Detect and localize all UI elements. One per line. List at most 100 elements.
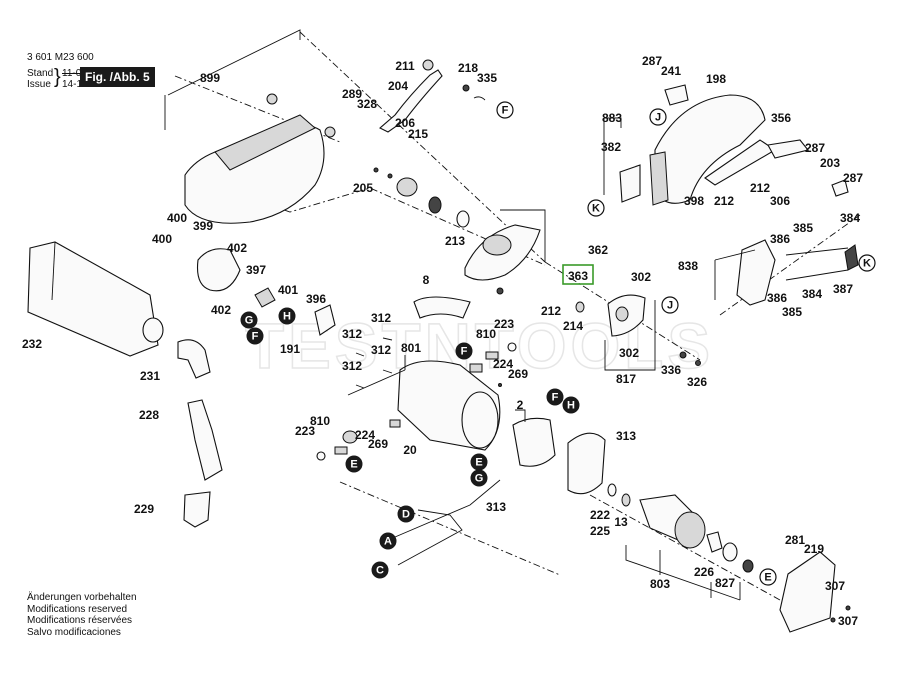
part-label-402: 402 xyxy=(227,241,247,255)
modifications-note: Änderungen vorbehalten Modifications res… xyxy=(27,592,137,638)
part-label-20: 20 xyxy=(403,443,417,457)
part-label-198: 198 xyxy=(706,72,726,86)
issue-label: Issue xyxy=(27,79,51,90)
part-label-402: 402 xyxy=(211,303,231,317)
marker-letter: F xyxy=(502,105,509,117)
part-label-387: 387 xyxy=(833,282,853,296)
marker-letter: E xyxy=(350,459,357,471)
part-label-385: 385 xyxy=(793,221,813,235)
part-label-205: 205 xyxy=(353,181,373,195)
part-label-231: 231 xyxy=(140,369,160,383)
stand-label: Stand xyxy=(27,68,54,79)
part-label-803: 803 xyxy=(650,577,670,591)
marker-c: C xyxy=(371,561,389,579)
part-label-8: 8 xyxy=(423,273,430,287)
part-label-281: 281 xyxy=(785,533,805,547)
deflector-229 xyxy=(183,491,211,528)
marker-circle-icon xyxy=(649,108,667,126)
part-label-399: 399 xyxy=(193,219,213,233)
part-label-386: 386 xyxy=(767,291,787,305)
part-label-228: 228 xyxy=(139,408,159,422)
part-label-810: 810 xyxy=(476,327,496,341)
marker-circle-icon xyxy=(240,311,258,329)
part-label-203: 203 xyxy=(820,156,840,170)
part-label-215: 215 xyxy=(408,127,428,141)
marker-circle-icon xyxy=(345,455,363,473)
part-label-226: 226 xyxy=(694,565,714,579)
gear-cover-817 xyxy=(575,294,701,371)
armature-803 xyxy=(607,483,754,601)
end-shield-219 xyxy=(779,551,851,633)
part-label-302: 302 xyxy=(619,346,639,360)
part-label-223: 223 xyxy=(295,424,315,438)
marker-g: G xyxy=(470,469,488,487)
part-label-838: 838 xyxy=(678,259,698,273)
marker-circle-icon xyxy=(246,327,264,345)
marker-j: J xyxy=(661,296,679,314)
part-label-396: 396 xyxy=(306,292,326,306)
part-label-307: 307 xyxy=(838,614,858,628)
marker-e: E xyxy=(345,455,363,473)
part-label-highlighted[interactable]: 363 xyxy=(568,269,588,283)
elbow-231 xyxy=(177,339,211,379)
marker-f: F xyxy=(546,388,564,406)
marker-a: A xyxy=(379,532,397,550)
motor-housing-20 xyxy=(347,355,501,451)
marker-letter: J xyxy=(655,112,661,124)
part-label-883: 883 xyxy=(602,111,622,125)
marker-letter: F xyxy=(252,331,259,343)
part-label-269: 269 xyxy=(368,437,388,451)
part-label-206: 206 xyxy=(395,116,415,130)
figure-label: Fig. /Abb. 5 xyxy=(80,67,155,87)
part-label-899: 899 xyxy=(200,71,220,85)
part-label-269: 269 xyxy=(508,367,528,381)
marker-letter: K xyxy=(863,258,871,270)
part-label-801: 801 xyxy=(401,341,421,355)
part-label-241: 241 xyxy=(661,64,681,78)
marker-circle-icon xyxy=(397,505,415,523)
part-label-827: 827 xyxy=(715,576,735,590)
part-label-219: 219 xyxy=(804,542,824,556)
part-label-222: 222 xyxy=(590,508,610,522)
part-label-400: 400 xyxy=(152,232,172,246)
marker-letter: G xyxy=(245,315,254,327)
marker-letter: H xyxy=(283,311,291,323)
band-222 xyxy=(567,432,606,495)
marker-k: K xyxy=(587,199,605,217)
part-label-212: 212 xyxy=(750,181,770,195)
part-label-397: 397 xyxy=(246,263,266,277)
footer-line-fr: Modifications réservées xyxy=(27,615,133,626)
marker-circle-icon xyxy=(455,342,473,360)
marker-letter: F xyxy=(552,392,559,404)
marker-d: D xyxy=(397,505,415,523)
part-label-400: 400 xyxy=(167,211,187,225)
old-date-struck: 11-07 xyxy=(62,68,87,79)
marker-letter: E xyxy=(475,457,482,469)
part-label-384: 384 xyxy=(840,211,860,225)
footer-line-en: Modifications reserved xyxy=(27,603,128,615)
part-label-810: 810 xyxy=(310,414,330,428)
part-label-212: 212 xyxy=(541,304,561,318)
part-label-326: 326 xyxy=(687,375,707,389)
part-label-307: 307 xyxy=(825,579,845,593)
marker-circle-icon xyxy=(379,532,397,550)
part-label-306: 306 xyxy=(770,194,790,208)
wiring-harness xyxy=(394,479,501,566)
marker-letter: E xyxy=(764,572,771,584)
shield-8 xyxy=(413,296,471,319)
marker-circle-icon xyxy=(371,561,389,579)
part-label-313: 313 xyxy=(616,429,636,443)
part-label-302: 302 xyxy=(631,270,651,284)
footer-line-es: Salvo modificaciones xyxy=(27,626,121,638)
dust-bag-232 xyxy=(27,241,164,357)
marker-circle-icon xyxy=(587,199,605,217)
gear-housing-cover xyxy=(464,209,546,295)
highlight-box xyxy=(562,264,594,285)
marker-f: F xyxy=(496,101,514,119)
flange-bearing-group xyxy=(373,167,470,228)
marker-circle-icon xyxy=(562,396,580,414)
marker-circle-icon xyxy=(496,101,514,119)
